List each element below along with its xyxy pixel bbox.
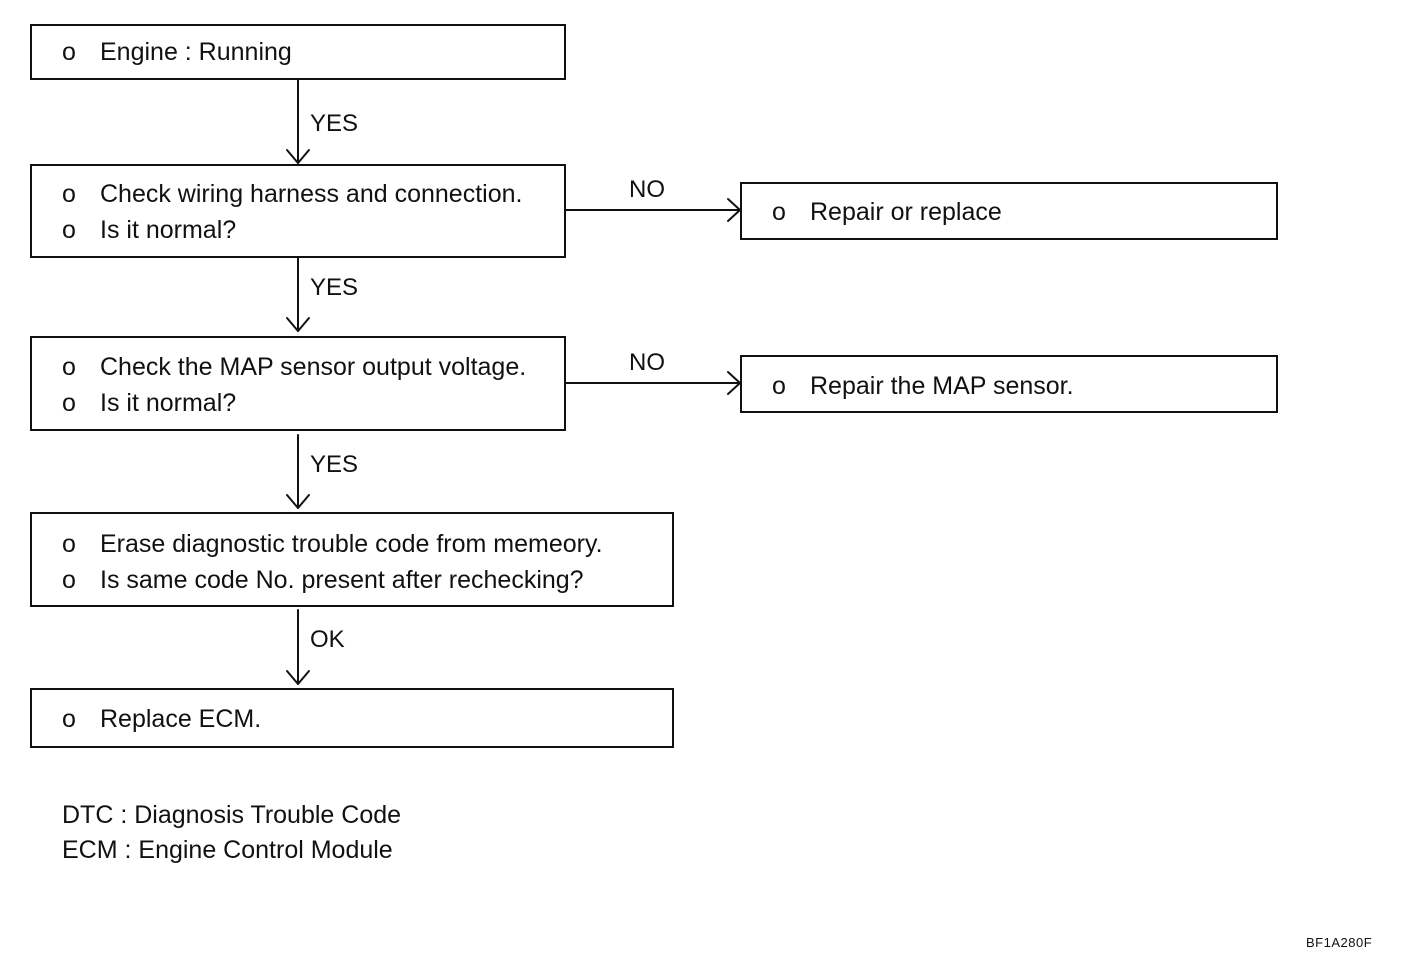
bullet: o bbox=[62, 353, 76, 381]
step-text: Engine : Running bbox=[100, 38, 292, 66]
step-line: o Is it normal? bbox=[62, 212, 236, 248]
step-line: o Engine : Running bbox=[62, 34, 292, 70]
bullet: o bbox=[62, 566, 76, 594]
step-text: Is same code No. present after recheckin… bbox=[100, 566, 584, 594]
edge-label-yes: YES bbox=[310, 110, 359, 137]
edge-label-yes: YES bbox=[310, 274, 359, 301]
step-engine-running: o Engine : Running bbox=[30, 24, 566, 80]
bullet: o bbox=[62, 216, 76, 244]
step-repair-map-sensor: o Repair the MAP sensor. bbox=[740, 355, 1278, 413]
legend-dtc: DTC : Diagnosis Trouble Code bbox=[62, 801, 402, 829]
step-text: Check the MAP sensor output voltage. bbox=[100, 353, 527, 381]
arrowhead-map-to-erase bbox=[286, 494, 310, 509]
edge-label-yes: YES bbox=[310, 451, 359, 478]
step-line: o Is it normal? bbox=[62, 385, 236, 421]
bullet: o bbox=[62, 705, 76, 733]
step-text: Is it normal? bbox=[100, 216, 237, 244]
bullet: o bbox=[62, 530, 76, 558]
step-line: o Check the MAP sensor output voltage. bbox=[62, 349, 526, 385]
step-text: Is it normal? bbox=[100, 389, 237, 417]
step-line: o Is same code No. present after rechecki… bbox=[62, 562, 584, 598]
step-text: Repair or replace bbox=[810, 198, 1002, 226]
bullet: o bbox=[772, 198, 786, 226]
step-line: o Repair the MAP sensor. bbox=[772, 368, 1074, 404]
step-text: Check wiring harness and connection. bbox=[100, 180, 523, 208]
edge-label-ok: OK bbox=[310, 626, 345, 653]
edge-label-no: NO bbox=[629, 176, 665, 203]
arrowhead-engine-to-wiring bbox=[286, 149, 310, 164]
step-text: Repair the MAP sensor. bbox=[810, 372, 1074, 400]
bullet: o bbox=[62, 180, 76, 208]
step-line: o Replace ECM. bbox=[62, 701, 261, 737]
bullet: o bbox=[62, 38, 76, 66]
bullet: o bbox=[772, 372, 786, 400]
step-line: o Erase diagnostic trouble code from meme… bbox=[62, 526, 603, 562]
step-replace-ecm: o Replace ECM. bbox=[30, 688, 674, 748]
arrowhead-wiring-to-map bbox=[286, 317, 310, 332]
figure-code: BF1A280F bbox=[1306, 935, 1373, 950]
step-text: Replace ECM. bbox=[100, 705, 262, 733]
edge-label-no: NO bbox=[629, 349, 665, 376]
step-text: Erase diagnostic trouble code from memeo… bbox=[100, 530, 603, 558]
step-line: o Repair or replace bbox=[772, 194, 1002, 230]
legend-ecm: ECM : Engine Control Module bbox=[62, 836, 393, 864]
step-erase-dtc: o Erase diagnostic trouble code from meme… bbox=[30, 512, 674, 607]
arrowhead-erase-to-ecm bbox=[286, 670, 310, 685]
step-repair-or-replace: o Repair or replace bbox=[740, 182, 1278, 240]
step-line: o Check wiring harness and connection. bbox=[62, 176, 522, 212]
bullet: o bbox=[62, 389, 76, 417]
